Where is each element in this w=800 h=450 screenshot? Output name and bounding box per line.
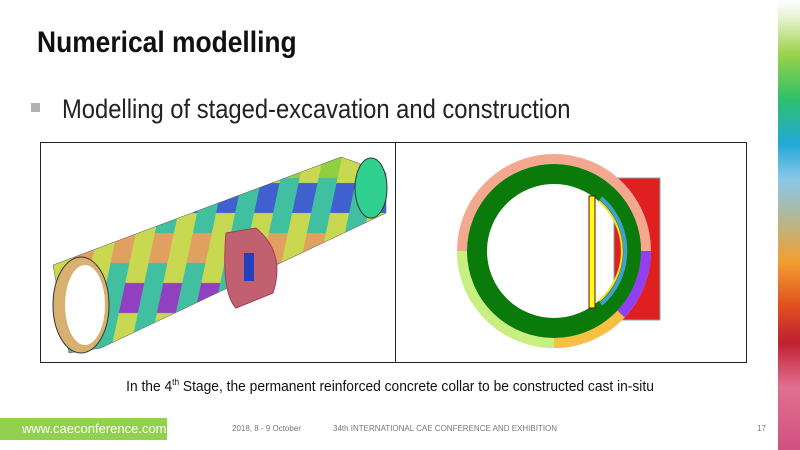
- bullet-text: Modelling of staged-excavation and const…: [62, 94, 571, 124]
- page-number: 17: [757, 424, 766, 433]
- figure-caption: In the 4th Stage, the permanent reinforc…: [31, 377, 749, 395]
- footer-conference: 34th INTERNATIONAL CAE CONFERENCE AND EX…: [333, 424, 558, 433]
- footer-date: 2018, 8 - 9 October: [232, 424, 301, 433]
- tunnel-3d-model: [52, 156, 388, 354]
- bullet-icon: [31, 103, 40, 112]
- caption-pre: In the 4: [126, 378, 173, 395]
- figure-divider: [395, 143, 396, 362]
- decorative-strip: [778, 0, 800, 450]
- website-link[interactable]: www.caeconference.com: [0, 418, 167, 440]
- slide-title: Numerical modelling: [37, 26, 297, 59]
- caption-post: Stage, the permanent reinforced concrete…: [179, 378, 654, 395]
- caption-sup: th: [172, 377, 180, 387]
- collar-section-model: [457, 154, 661, 348]
- figure-frame: [40, 142, 747, 363]
